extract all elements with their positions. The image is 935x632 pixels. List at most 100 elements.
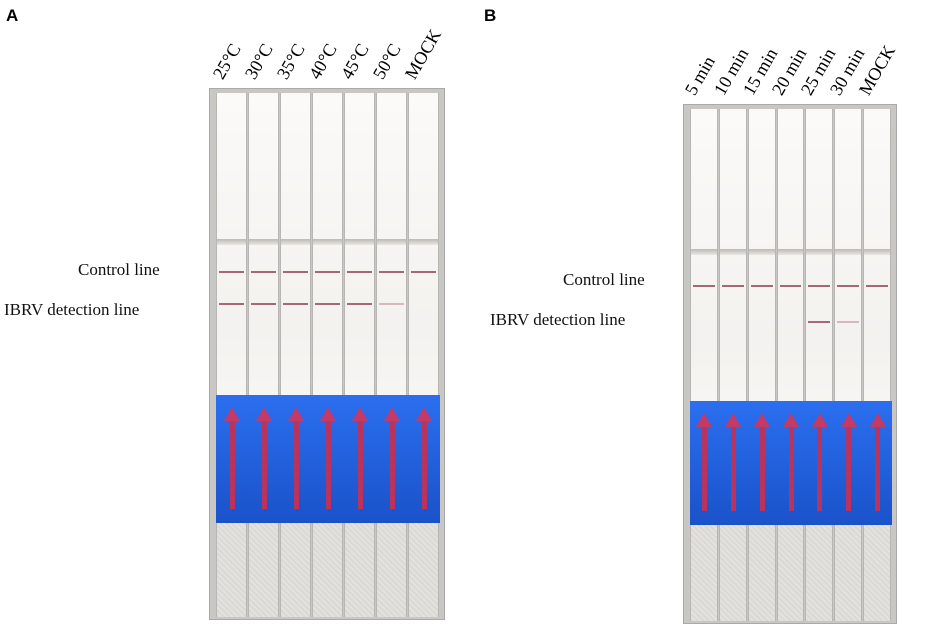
control-line-label-b: Control line [563, 270, 645, 289]
sample-pad [806, 521, 833, 621]
detection-line [808, 321, 831, 323]
cassette-edge [748, 249, 775, 255]
detection-line [347, 303, 372, 305]
test-strip [312, 93, 343, 617]
cassette-edge [409, 239, 438, 245]
panel-letter-a: A [6, 6, 19, 25]
test-strip-photo-b [683, 104, 897, 624]
control-line [347, 271, 372, 273]
column-label: 35°C [272, 40, 309, 83]
detection-line-label-b: IBRV detection line [490, 310, 626, 329]
detection-line [219, 303, 244, 305]
cassette-edge [691, 249, 717, 255]
arrow-shaft [389, 421, 395, 509]
control-line [411, 271, 436, 273]
arrow-shaft [325, 421, 331, 509]
arrow-shaft [846, 427, 852, 511]
arrow-up-icon [783, 413, 799, 427]
arrow-up-icon [320, 407, 336, 421]
column-label: MOCK [400, 25, 446, 83]
cassette-edge [864, 249, 890, 255]
test-strip [280, 93, 311, 617]
cassette-edge [377, 239, 406, 245]
arrow-up-icon [696, 413, 713, 427]
sample-pad [835, 521, 862, 621]
column-label: 5 min [681, 52, 720, 99]
test-strip [248, 93, 279, 617]
arrow-shaft [229, 421, 235, 509]
test-strip [776, 109, 805, 621]
column-label: 45°C [336, 40, 373, 83]
detection-line [251, 303, 276, 305]
control-line [837, 285, 860, 287]
sample-pad [691, 521, 717, 621]
test-strip [376, 93, 407, 617]
control-line [379, 271, 404, 273]
sample-pad [217, 519, 246, 617]
detection-line [315, 303, 340, 305]
sample-pad [864, 521, 890, 621]
sample-pad [377, 519, 406, 617]
arrow-shaft [730, 427, 736, 511]
control-line [251, 271, 276, 273]
control-line [866, 285, 888, 287]
cassette-edge [249, 239, 278, 245]
cassette-edge [281, 239, 310, 245]
arrow-shaft [788, 427, 794, 511]
sample-pad [281, 519, 310, 617]
control-line [315, 271, 340, 273]
column-label: 30°C [240, 40, 277, 83]
arrow-up-icon [416, 407, 432, 421]
cassette-edge [835, 249, 862, 255]
control-line [693, 285, 715, 287]
test-strip [863, 109, 891, 621]
arrow-up-icon [725, 413, 742, 427]
test-strip [344, 93, 375, 617]
column-label: 50°C [368, 40, 405, 83]
arrow-shaft [421, 421, 427, 509]
test-strip [834, 109, 863, 621]
cassette-edge [806, 249, 833, 255]
arrow-shaft [261, 421, 267, 509]
detection-line-label-a: IBRV detection line [4, 300, 140, 319]
cassette-edge [777, 249, 804, 255]
detection-line [837, 321, 860, 323]
cassette-edge [345, 239, 374, 245]
arrow-up-icon [869, 413, 886, 427]
control-line [779, 285, 802, 287]
detection-line [379, 303, 404, 305]
arrow-shaft [875, 427, 881, 511]
control-line [721, 285, 744, 287]
arrow-shaft [817, 427, 823, 511]
cassette-edge [313, 239, 342, 245]
arrow-up-icon [288, 407, 304, 421]
control-line [808, 285, 831, 287]
sample-pad [719, 521, 746, 621]
control-line [219, 271, 244, 273]
detection-line [283, 303, 308, 305]
panel-letter-b: B [484, 6, 497, 25]
sample-pad [313, 519, 342, 617]
sample-pad [777, 521, 804, 621]
arrow-shaft [357, 421, 363, 509]
column-label: 40°C [304, 40, 341, 83]
arrow-up-icon [384, 407, 400, 421]
test-strip [408, 93, 439, 617]
test-strip [718, 109, 747, 621]
control-line [750, 285, 773, 287]
test-strip [216, 93, 247, 617]
cassette-edge [217, 239, 246, 245]
arrow-up-icon [352, 407, 368, 421]
sample-pad [748, 521, 775, 621]
arrow-up-icon [840, 413, 857, 427]
test-strip [747, 109, 776, 621]
arrow-up-icon [754, 413, 771, 427]
sample-pad [345, 519, 374, 617]
control-line-label-a: Control line [78, 260, 160, 279]
arrow-shaft [293, 421, 299, 509]
cassette-edge [719, 249, 746, 255]
arrow-up-icon [224, 407, 240, 421]
sample-pad [409, 519, 438, 617]
arrow-up-icon [256, 407, 272, 421]
control-line [283, 271, 308, 273]
